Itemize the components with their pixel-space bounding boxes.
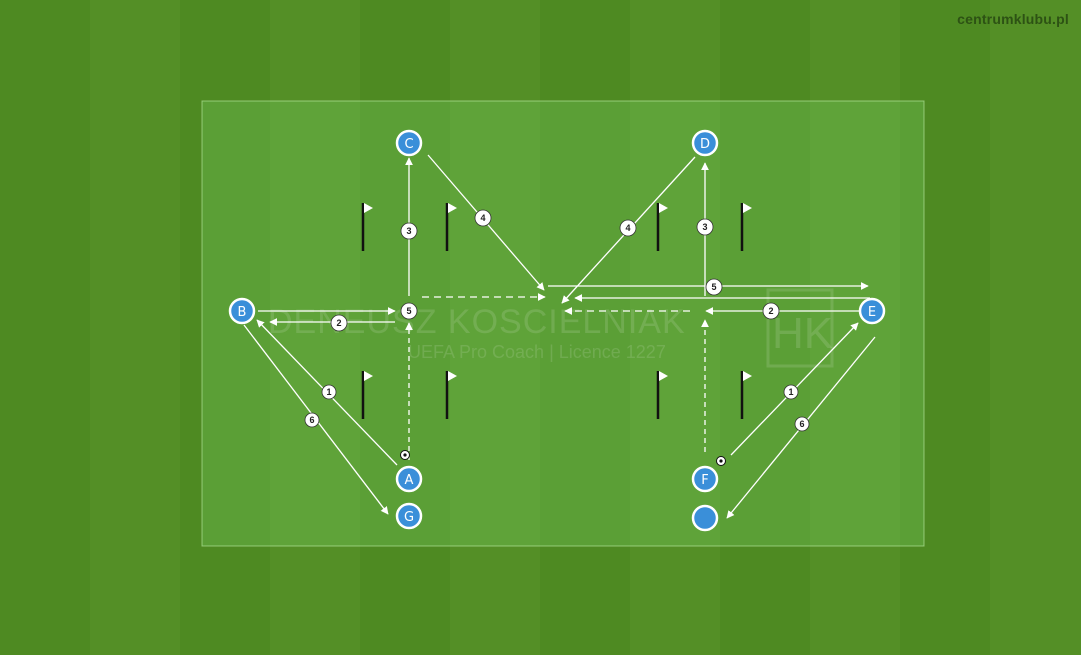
- flag-icon: [740, 203, 752, 251]
- svg-text:3: 3: [702, 222, 707, 232]
- field-area: [201, 100, 925, 547]
- svg-text:6: 6: [309, 415, 314, 425]
- badge-1-left: 1: [321, 384, 337, 400]
- player-b: B: [228, 297, 256, 325]
- flag-icon: [445, 203, 457, 251]
- ball-icon: [400, 450, 410, 460]
- watermark-logo: HK: [772, 309, 833, 358]
- badge-4-left: 4: [474, 209, 492, 227]
- flag-icon: [656, 203, 668, 251]
- svg-text:1: 1: [326, 387, 331, 397]
- badge-2-left: 2: [330, 314, 348, 332]
- player-a: A: [395, 465, 423, 493]
- player-unlabeled: [691, 504, 719, 532]
- svg-text:C: C: [404, 137, 413, 152]
- badge-5-right: 5: [705, 278, 723, 296]
- svg-text:2: 2: [336, 318, 341, 328]
- flag-icon: [445, 371, 457, 419]
- player-c: C: [395, 129, 423, 157]
- flag-icon: [656, 371, 668, 419]
- players: C D B E A G F: [228, 129, 886, 532]
- svg-text:A: A: [405, 473, 414, 488]
- svg-text:4: 4: [625, 223, 630, 233]
- svg-text:D: D: [700, 137, 710, 152]
- badge-1-right: 1: [783, 384, 799, 400]
- flags: [361, 203, 752, 419]
- watermark: DENEUSZ KOSCIELNIAK UEFA Pro Coach | Lic…: [268, 288, 834, 368]
- svg-text:5: 5: [406, 306, 411, 316]
- badge-3-left: 3: [400, 222, 418, 240]
- badge-6-left: 6: [304, 412, 320, 428]
- flag-icon: [361, 371, 373, 419]
- svg-text:2: 2: [768, 306, 773, 316]
- svg-text:5: 5: [711, 282, 716, 292]
- svg-text:F: F: [701, 473, 708, 488]
- sequence-badges: 1 6 2 5 3 4 4 3 5 2 1 6: [304, 209, 810, 432]
- badge-2-right: 2: [762, 302, 780, 320]
- player-g: G: [395, 502, 423, 530]
- svg-text:4: 4: [480, 213, 485, 223]
- badge-3-right: 3: [696, 218, 714, 236]
- player-e: E: [858, 297, 886, 325]
- svg-text:B: B: [238, 305, 247, 320]
- svg-text:G: G: [404, 510, 414, 525]
- badge-6-right: 6: [794, 416, 810, 432]
- watermark-subtitle: UEFA Pro Coach | Licence 1227: [408, 342, 666, 362]
- player-d: D: [691, 129, 719, 157]
- player-f: F: [691, 465, 719, 493]
- site-label: centrumklubu.pl: [957, 11, 1069, 27]
- flag-icon: [361, 203, 373, 251]
- svg-text:3: 3: [406, 226, 411, 236]
- watermark-logo-frame: [766, 288, 834, 368]
- svg-text:1: 1: [788, 387, 793, 397]
- svg-text:6: 6: [799, 419, 804, 429]
- badge-5-left: 5: [400, 302, 418, 320]
- svg-text:E: E: [868, 305, 876, 320]
- ball-icon: [716, 456, 726, 466]
- flag-icon: [740, 371, 752, 419]
- badge-4-right: 4: [619, 219, 637, 237]
